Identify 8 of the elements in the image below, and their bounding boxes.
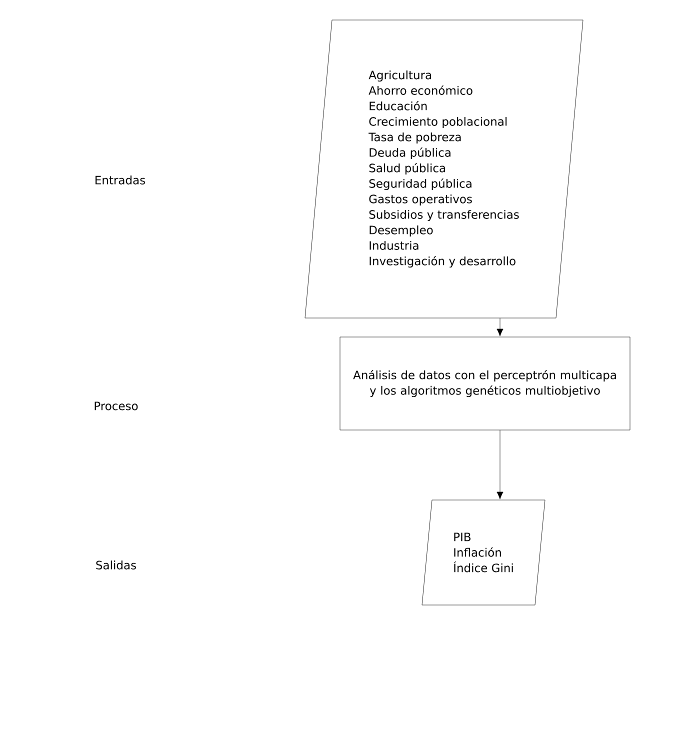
input-output-box: PIB Inflación Índice Gini bbox=[422, 500, 546, 606]
stage-label: Salidas bbox=[96, 560, 136, 570]
process-box: Análisis de datos con el perceptrón multicapa y los algoritmos genéticos multiobjetivo bbox=[340, 336, 630, 430]
arrow bbox=[496, 430, 504, 500]
input-output-box: Agricultura Ahorro económico Educación Crecimiento poblacional Tasa de pobreza Deuda pública Salud pública Seguridad pública Gastos operativos Subsidios y transferencias Desempleo Industria Investigación y desarrollo bbox=[304, 20, 584, 318]
stage-label: Proceso bbox=[94, 402, 138, 410]
arrow bbox=[496, 318, 504, 336]
stage-label: Entradas bbox=[96, 176, 146, 184]
